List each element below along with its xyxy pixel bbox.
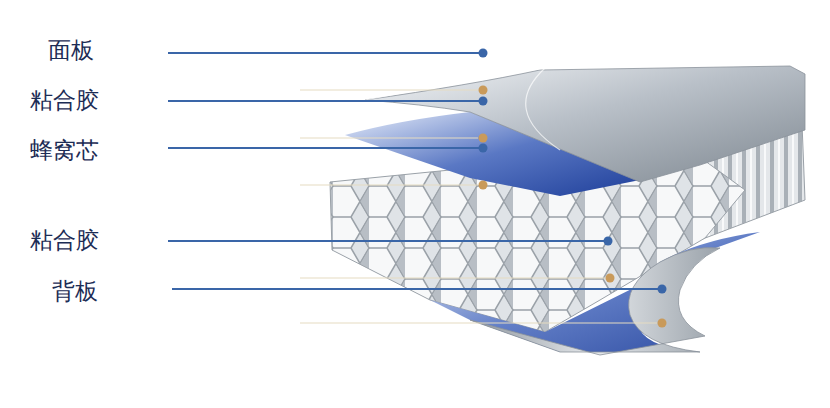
part-label: 粘合胶 bbox=[30, 229, 99, 252]
part-label: 蜂窝芯 bbox=[30, 139, 99, 162]
part-label: 背板 bbox=[52, 280, 98, 303]
part-label: 面板 bbox=[48, 39, 94, 62]
part-label: 粘合胶 bbox=[30, 89, 99, 112]
